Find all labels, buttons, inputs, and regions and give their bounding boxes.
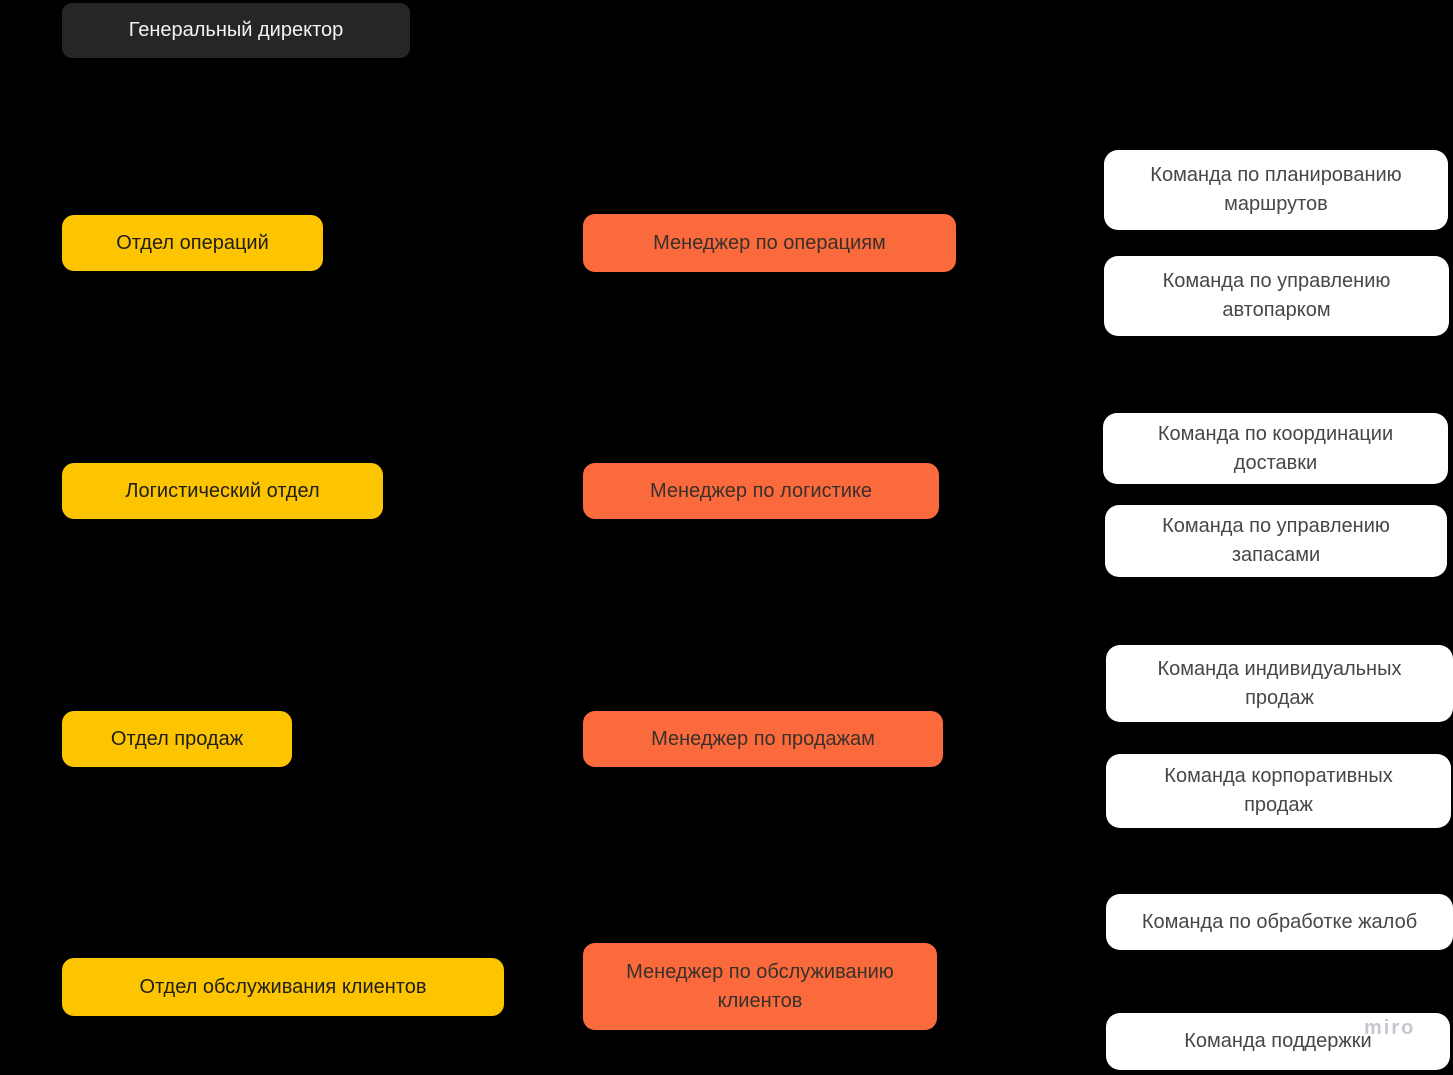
team-node-route-planning[interactable]: Команда по планированию маршрутов bbox=[1104, 150, 1448, 230]
manager-node-customer-service[interactable]: Менеджер по обслуживанию клиентов bbox=[583, 943, 937, 1030]
team-node-fleet-management[interactable]: Команда по управлению автопарком bbox=[1104, 256, 1449, 336]
manager-node-logistics[interactable]: Менеджер по логистике bbox=[583, 463, 939, 519]
manager-node-operations[interactable]: Менеджер по операциям bbox=[583, 214, 956, 272]
department-node-operations[interactable]: Отдел операций bbox=[62, 215, 323, 271]
ceo-node[interactable]: Генеральный директор bbox=[62, 3, 410, 58]
team-node-corporate-sales[interactable]: Команда корпоративных продаж bbox=[1106, 754, 1451, 828]
manager-node-sales[interactable]: Менеджер по продажам bbox=[583, 711, 943, 767]
department-node-customer-service[interactable]: Отдел обслуживания клиентов bbox=[62, 958, 504, 1016]
department-node-logistics[interactable]: Логистический отдел bbox=[62, 463, 383, 519]
team-node-individual-sales[interactable]: Команда индивидуальных продаж bbox=[1106, 645, 1453, 722]
team-node-complaints-handling[interactable]: Команда по обработке жалоб bbox=[1106, 894, 1453, 950]
team-node-delivery-coordination[interactable]: Команда по координации доставки bbox=[1103, 413, 1448, 484]
department-node-sales[interactable]: Отдел продаж bbox=[62, 711, 292, 767]
team-node-support[interactable]: Команда поддержки bbox=[1106, 1013, 1450, 1070]
team-node-inventory-management[interactable]: Команда по управлению запасами bbox=[1105, 505, 1447, 577]
miro-watermark: miro bbox=[1364, 1017, 1416, 1039]
